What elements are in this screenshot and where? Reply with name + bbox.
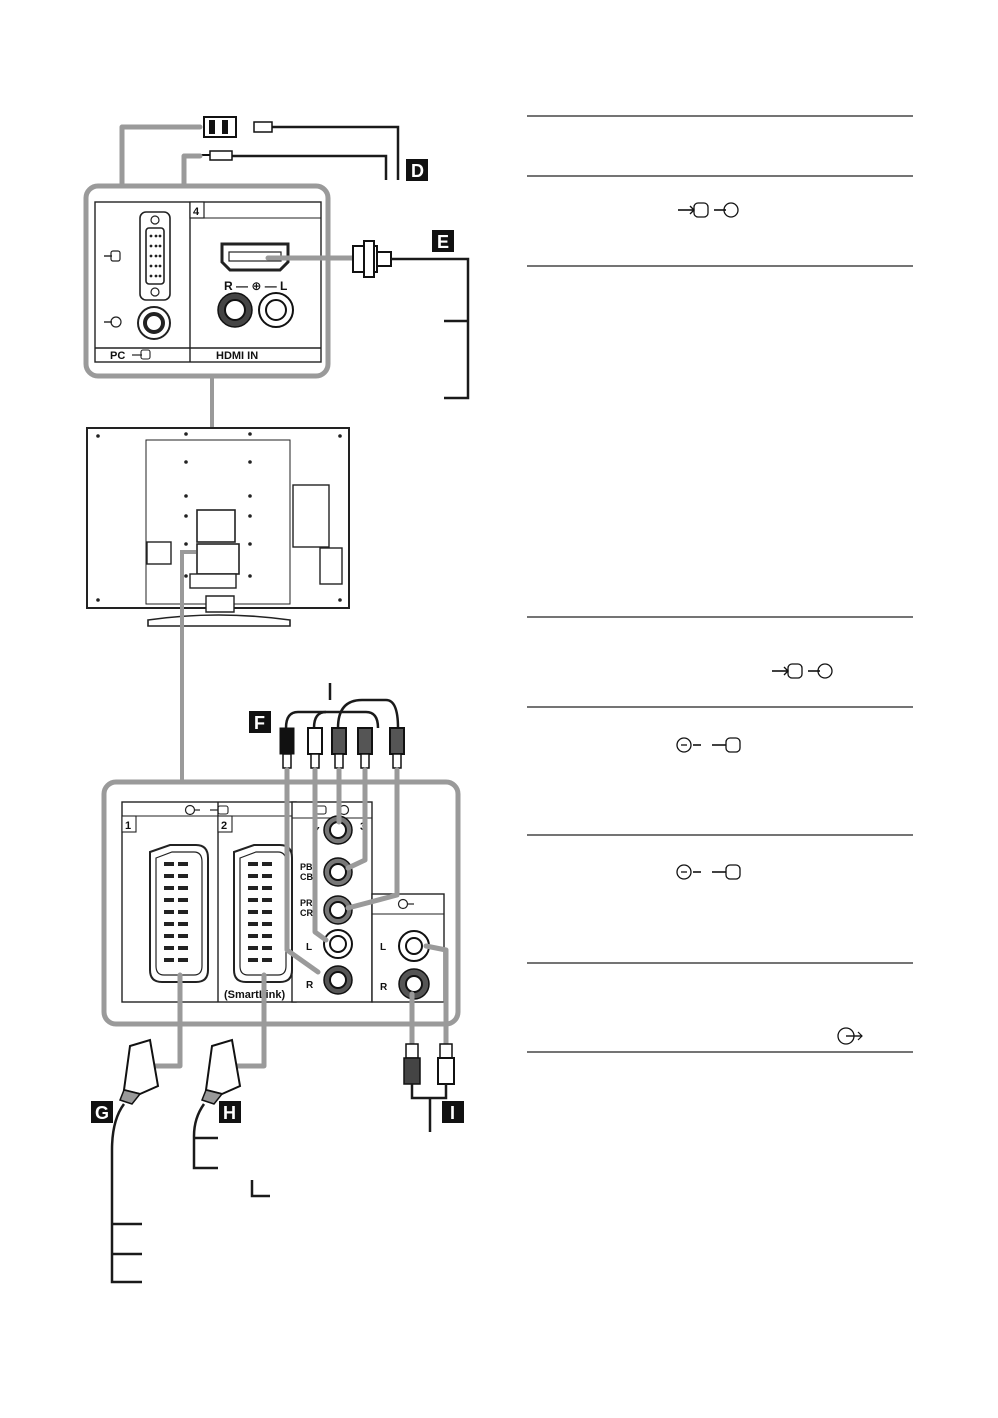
hdmi-in-label: HDMI IN [216, 350, 258, 362]
hdmi-audio-r-jack [217, 292, 253, 328]
pc-input-icon [678, 202, 739, 218]
vga-socket [139, 211, 171, 301]
component-audio-l-jack [323, 929, 353, 959]
hdmi-plug [352, 240, 392, 278]
hdmi-audio-l-jack [258, 292, 294, 328]
right-column-table [527, 115, 913, 1053]
audio-out-label-r: R [380, 982, 388, 993]
scart-2-socket [233, 844, 293, 983]
component-label-cb: CB [300, 872, 313, 882]
pc-cable-group [200, 116, 400, 180]
callout-g-letter: G [95, 1103, 109, 1123]
callout-d-letter: D [411, 161, 424, 181]
tv-rear-view [86, 427, 350, 627]
scart-icon [676, 864, 741, 880]
video-input-icon [772, 663, 833, 679]
pc-label-icon [132, 349, 151, 360]
scart-icon [184, 804, 229, 816]
pc-label: PC [110, 350, 125, 362]
pc-input-icon [104, 250, 121, 262]
hdmi-audio-lr-label: R — ⊕ — L [224, 279, 287, 293]
scart-1-socket [149, 844, 209, 983]
callout-g: G [91, 1101, 113, 1123]
component-label-cr: CR [300, 908, 313, 918]
callout-h: H [219, 1101, 241, 1123]
callout-e: E [432, 230, 454, 252]
audio-output-icon [837, 1027, 863, 1045]
component-label-l: L [306, 942, 312, 953]
component-plugs [279, 727, 405, 769]
callout-f: F [249, 711, 271, 733]
component-pb-jack [323, 857, 353, 887]
audio-output-icon [397, 898, 414, 910]
scart-plug-h [201, 1038, 242, 1105]
callout-i-letter: I [450, 1103, 455, 1123]
scart-1-number: 1 [125, 820, 131, 832]
component-y-jack [323, 815, 353, 845]
audio-input-icon [104, 316, 122, 328]
slot-4-number: 4 [193, 206, 200, 218]
component-audio-r-jack [323, 965, 353, 995]
audio-out-label-l: L [380, 942, 386, 953]
scart-plug-g [119, 1038, 160, 1105]
component-pr-jack [323, 895, 353, 925]
callout-f-letter: F [254, 713, 265, 733]
smartlink-label: (SmartLink) [224, 989, 285, 1001]
bottom-connector-panel: 1 2 3 [101, 779, 461, 1027]
scart-2-number: 2 [221, 820, 227, 832]
component-label-pr: PR/ [300, 898, 316, 908]
pc-audio-jack [137, 306, 171, 340]
callout-i: I [442, 1101, 464, 1123]
component-label-r: R [306, 980, 314, 991]
audio-out-plugs [403, 1043, 455, 1085]
callout-h-letter: H [223, 1103, 236, 1123]
callout-e-letter: E [437, 232, 449, 252]
scart-icon [676, 737, 741, 753]
component-label-pb: PB/ [300, 862, 316, 872]
top-connector-panel: 4 [83, 183, 331, 379]
callout-d: D [406, 159, 428, 181]
audio-out-l-jack [398, 930, 430, 962]
hdmi-port [220, 242, 290, 272]
audio-out-r-jack [398, 968, 430, 1000]
